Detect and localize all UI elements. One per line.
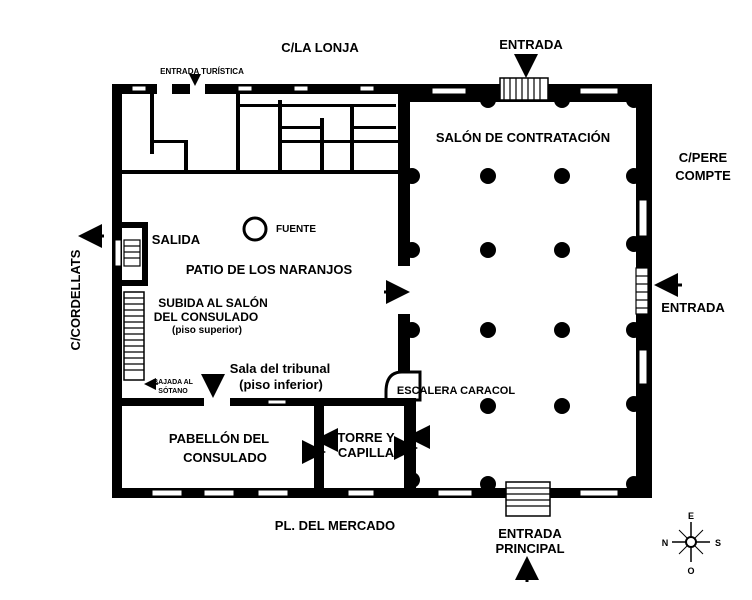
compass-icon: E N S O (662, 511, 721, 576)
stairs (123, 77, 649, 517)
room-bajada-1: BAJADA AL (153, 379, 194, 386)
columns (404, 92, 642, 492)
entrance-side: ENTRADA (661, 300, 725, 315)
arrows (78, 54, 682, 582)
fountain-icon (242, 216, 268, 242)
room-torre-2: CAPILLA (338, 445, 395, 460)
room-subida-1: SUBIDA AL SALÓN (158, 295, 268, 310)
room-fuente: FUENTE (276, 224, 316, 235)
room-patio: PATIO DE LOS NARANJOS (186, 262, 353, 277)
room-pabellon-1: PABELLÓN DEL (169, 431, 269, 446)
room-tribunal-1: Sala del tribunal (230, 361, 330, 376)
compass-n: N (662, 538, 669, 548)
room-pabellon-2: CONSULADO (183, 450, 267, 465)
entrance-main-2: PRINCIPAL (495, 541, 564, 556)
street-east-1: C/PERE (679, 150, 728, 165)
street-south: PL. DEL MERCADO (275, 518, 395, 533)
room-tribunal-2: (piso inferior) (239, 377, 323, 392)
street-east-2: COMPTE (675, 168, 731, 183)
room-escalera: ESCALERA CARACOL (397, 385, 515, 397)
entrance-top: ENTRADA (499, 37, 563, 52)
compass-o: O (687, 566, 694, 576)
compass-s: S (715, 538, 721, 548)
interior-walls (112, 94, 422, 488)
room-salon: SALÓN DE CONTRATACIÓN (436, 130, 610, 145)
windows (114, 85, 648, 497)
street-north: C/LA LONJA (281, 40, 359, 55)
room-subida-3: (piso superior) (172, 325, 242, 336)
room-subida-2: DEL CONSULADO (154, 310, 258, 324)
entrance-tourist: ENTRADA TURÍSTICA (160, 67, 244, 76)
street-west: C/CORDELLATS (68, 249, 83, 350)
entrance-main-1: ENTRADA (498, 526, 562, 541)
compass-e: E (688, 511, 694, 521)
room-torre-1: TORRE Y (337, 430, 395, 445)
room-bajada-2: SÓTANO (158, 386, 188, 395)
room-salida: SALIDA (152, 232, 201, 247)
